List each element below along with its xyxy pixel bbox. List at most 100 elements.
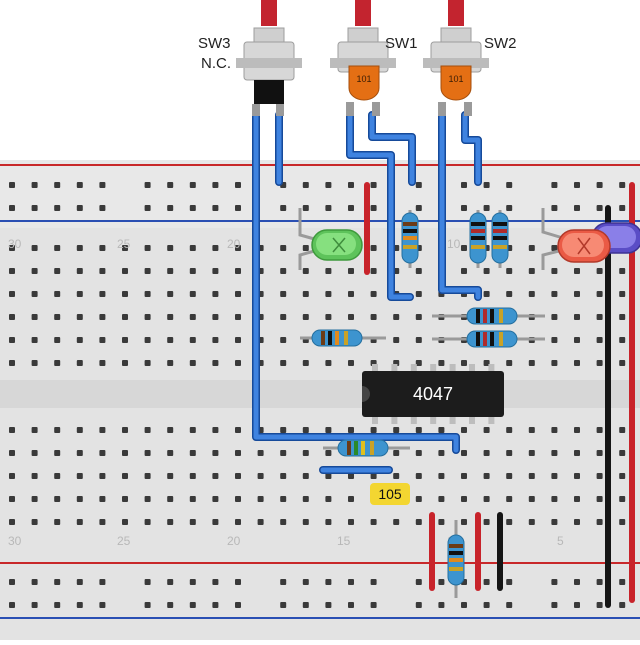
hole <box>189 473 196 479</box>
hole <box>280 602 287 608</box>
hole <box>144 205 151 211</box>
hole <box>31 360 38 366</box>
hole <box>99 602 106 608</box>
hole <box>54 268 61 274</box>
hole <box>415 427 422 433</box>
hole <box>438 473 445 479</box>
hole <box>596 519 603 525</box>
hole <box>302 360 309 366</box>
hole <box>99 427 106 433</box>
hole <box>370 602 377 608</box>
hole <box>461 245 467 251</box>
hole <box>370 579 377 585</box>
hole <box>506 291 513 297</box>
hole <box>574 579 580 585</box>
hole <box>280 337 287 343</box>
hole <box>9 579 15 585</box>
hole <box>257 496 264 502</box>
hole <box>9 268 15 274</box>
hole <box>461 427 467 433</box>
resistor <box>466 307 518 325</box>
hole <box>31 427 38 433</box>
hole <box>415 182 422 188</box>
hole <box>280 245 287 251</box>
hole <box>506 205 513 211</box>
hole <box>189 602 196 608</box>
hole <box>54 450 61 456</box>
hole <box>189 337 196 343</box>
hole <box>167 427 174 433</box>
hole <box>551 496 558 502</box>
hole <box>76 205 83 211</box>
hole <box>596 602 603 608</box>
hole <box>415 314 422 320</box>
hole <box>257 450 264 456</box>
hole <box>54 245 61 251</box>
hole <box>461 360 467 366</box>
push-button-sw2[interactable]: 101 <box>423 0 489 116</box>
hole <box>9 602 15 608</box>
hole <box>483 496 490 502</box>
hole <box>393 314 400 320</box>
hole <box>415 205 422 211</box>
hole <box>167 360 174 366</box>
hole <box>212 291 219 297</box>
hole <box>325 496 332 502</box>
hole <box>574 602 580 608</box>
hole <box>167 245 174 251</box>
hole <box>302 205 309 211</box>
hole <box>76 473 83 479</box>
hole <box>144 602 151 608</box>
hole <box>189 519 196 525</box>
hole <box>506 182 513 188</box>
hole <box>189 245 196 251</box>
hole <box>370 427 377 433</box>
hole <box>167 496 174 502</box>
hole <box>122 473 128 479</box>
led-red <box>557 229 611 263</box>
hole <box>348 602 354 608</box>
led-green-lead <box>298 208 319 242</box>
hole <box>54 473 61 479</box>
hole <box>596 579 603 585</box>
hole <box>235 496 241 502</box>
push-button-sw3[interactable] <box>236 0 302 116</box>
hole <box>76 579 83 585</box>
hole <box>9 519 15 525</box>
hole <box>280 427 287 433</box>
hole <box>54 360 61 366</box>
hole <box>54 291 61 297</box>
hole <box>619 496 626 502</box>
hole <box>302 182 309 188</box>
hole <box>461 450 467 456</box>
hole <box>99 337 106 343</box>
hole <box>596 268 603 274</box>
hole <box>99 182 106 188</box>
hole <box>280 579 287 585</box>
hole <box>235 473 241 479</box>
hole <box>54 205 61 211</box>
hole <box>302 579 309 585</box>
hole <box>302 602 309 608</box>
hole <box>144 314 151 320</box>
hole <box>235 182 241 188</box>
hole <box>302 427 309 433</box>
hole <box>144 473 151 479</box>
hole <box>393 337 400 343</box>
hole <box>574 205 580 211</box>
hole <box>280 496 287 502</box>
hole <box>212 337 219 343</box>
hole <box>551 337 558 343</box>
hole <box>348 496 354 502</box>
push-button-sw1[interactable]: 101 <box>330 0 396 116</box>
hole <box>325 427 332 433</box>
hole <box>99 450 106 456</box>
hole <box>483 182 490 188</box>
hole <box>280 291 287 297</box>
hole <box>31 473 38 479</box>
hole <box>9 337 15 343</box>
hole <box>506 519 513 525</box>
hole <box>212 182 219 188</box>
hole <box>122 519 128 525</box>
hole <box>325 473 332 479</box>
